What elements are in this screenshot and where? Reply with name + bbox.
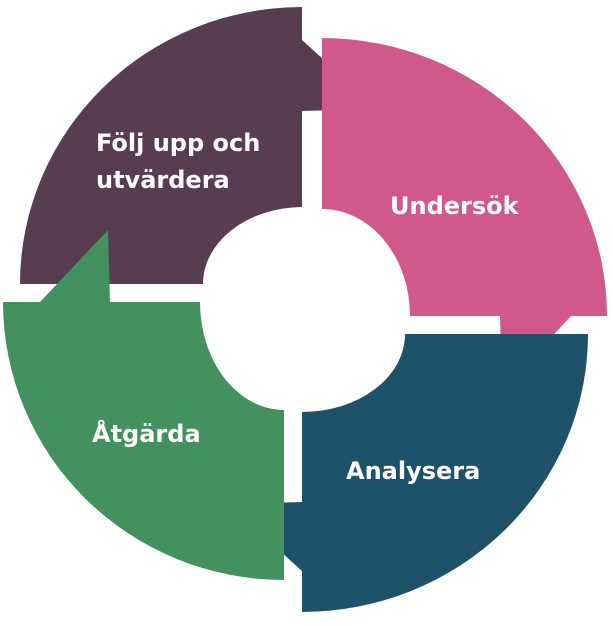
step-label-follow-up-line1: Följ upp och	[96, 129, 260, 157]
segment-analyze	[228, 334, 588, 612]
segment-act	[3, 230, 284, 580]
step-label-follow-up-line2: utvärdera	[96, 166, 230, 194]
segment-follow-up	[20, 7, 378, 284]
step-label-act: Åtgärda	[92, 419, 201, 448]
step-label-analyze: Analysera	[346, 457, 480, 485]
segment-investigate	[322, 38, 607, 390]
step-label-investigate: Undersök	[390, 192, 520, 220]
